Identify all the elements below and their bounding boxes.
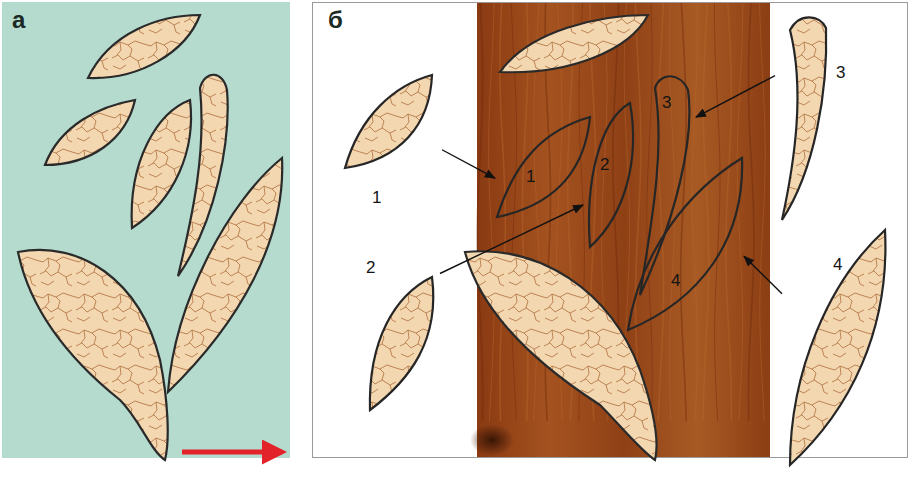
veneer-piece [790,230,885,465]
panel: а [2,2,290,458]
piece-outline [628,158,742,330]
piece-outline [497,117,590,217]
callout-number: 1 [372,189,381,206]
veneer-piece [345,75,432,168]
panel: б 1 1 2 2 3 3 4 4 [312,2,908,458]
callout-number: 1 [526,168,535,185]
pointer-arrow [440,205,583,274]
veneer-piece: 3 [775,12,853,224]
grain-line [748,3,753,421]
outline-shape [626,156,744,332]
pointer-arrow [442,150,495,178]
callout-number: 4 [833,256,842,273]
callout-number: 2 [600,156,609,173]
callout-number: 2 [366,259,375,276]
panel-label: б [328,8,343,32]
grain-line [760,3,766,421]
veneer-piece [782,17,826,220]
grain-line [726,3,732,421]
piece-outline: 4 [626,156,744,332]
grain-line [703,3,709,421]
veneer-shape [340,70,442,215]
grain-line [647,3,652,421]
callout-number: 3 [662,94,671,111]
piece-outline [640,76,689,295]
veneer-shape [360,258,440,413]
outline-shape [495,115,592,222]
panel-label: а [12,8,25,32]
veneer-pieces [18,15,282,460]
veneer-shape [775,12,853,224]
pointer-arrow [696,76,775,118]
piece-outline: 1 [495,115,592,222]
outline-shape [583,100,641,250]
grain-line [737,3,743,421]
piece-outline [589,103,633,247]
wood-knot [470,424,514,456]
veneer-piece: 1 [340,70,442,215]
pointer-arrow [744,256,782,293]
veneer-piece: 2 [360,258,440,413]
piece-outline: 2 [583,100,641,250]
callout-number: 3 [836,64,845,81]
grain-line [658,3,663,421]
grain-line [692,3,697,421]
grain-line [489,3,495,421]
veneer-pieces [465,15,657,460]
callout-number: 4 [671,272,680,289]
grain-line [715,3,721,421]
grain-line [477,3,482,421]
veneer-piece [370,277,433,410]
veneer-piece: 4 [782,226,888,468]
direction-arrow [182,450,282,455]
